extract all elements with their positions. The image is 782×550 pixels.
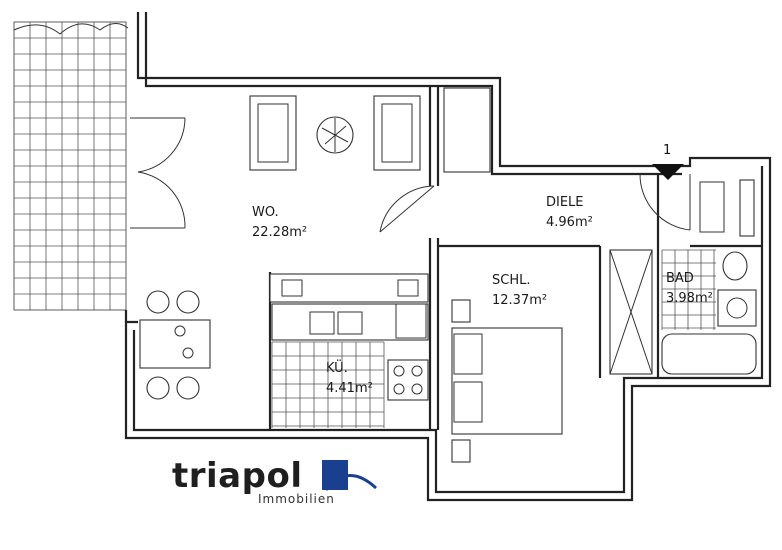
room-name-schlafen: SCHL. (492, 273, 530, 288)
balcony-tiles (13, 21, 127, 311)
logo-tagline: Immobilien (258, 492, 335, 506)
terrace-door (130, 117, 186, 229)
entry-arrow: 1 (652, 143, 684, 180)
balcony-plants (13, 23, 129, 35)
hall-wardrobe (443, 87, 491, 173)
room-area-schlafen: 12.37m² (492, 293, 547, 308)
stove (387, 359, 429, 401)
logo-mark-icon (322, 460, 378, 491)
room-labels: WO. 22.28m² DIELE 4.96m² SCHL. 12.37m² B… (252, 195, 713, 396)
bed (451, 299, 563, 463)
room-name-kueche: KÜ. (326, 359, 348, 376)
kitchen-tiles (271, 341, 385, 428)
room-area-kueche: 4.41m² (326, 381, 373, 396)
living-door (379, 185, 435, 233)
bedroom-wardrobe (609, 249, 653, 375)
room-area-diele: 4.96m² (546, 215, 593, 230)
dining-set (139, 290, 211, 400)
entry-number: 1 (663, 143, 671, 158)
exterior-walls (124, 12, 772, 502)
room-name-wohnen: WO. (252, 205, 279, 220)
room-area-wohnen: 22.28m² (252, 225, 307, 240)
bath-tiles (661, 249, 716, 330)
window-planters (249, 95, 421, 171)
entrance-door (639, 173, 691, 231)
logo-wordmark: triapol (172, 456, 303, 496)
room-name-bad: BAD (666, 271, 694, 286)
room-area-bad: 3.98m² (666, 291, 713, 306)
kitchen-counter (269, 273, 429, 341)
bath-fixtures (661, 179, 757, 375)
room-name-diele: DIELE (546, 195, 584, 210)
company-logo: triapol Immobilien (172, 456, 382, 512)
